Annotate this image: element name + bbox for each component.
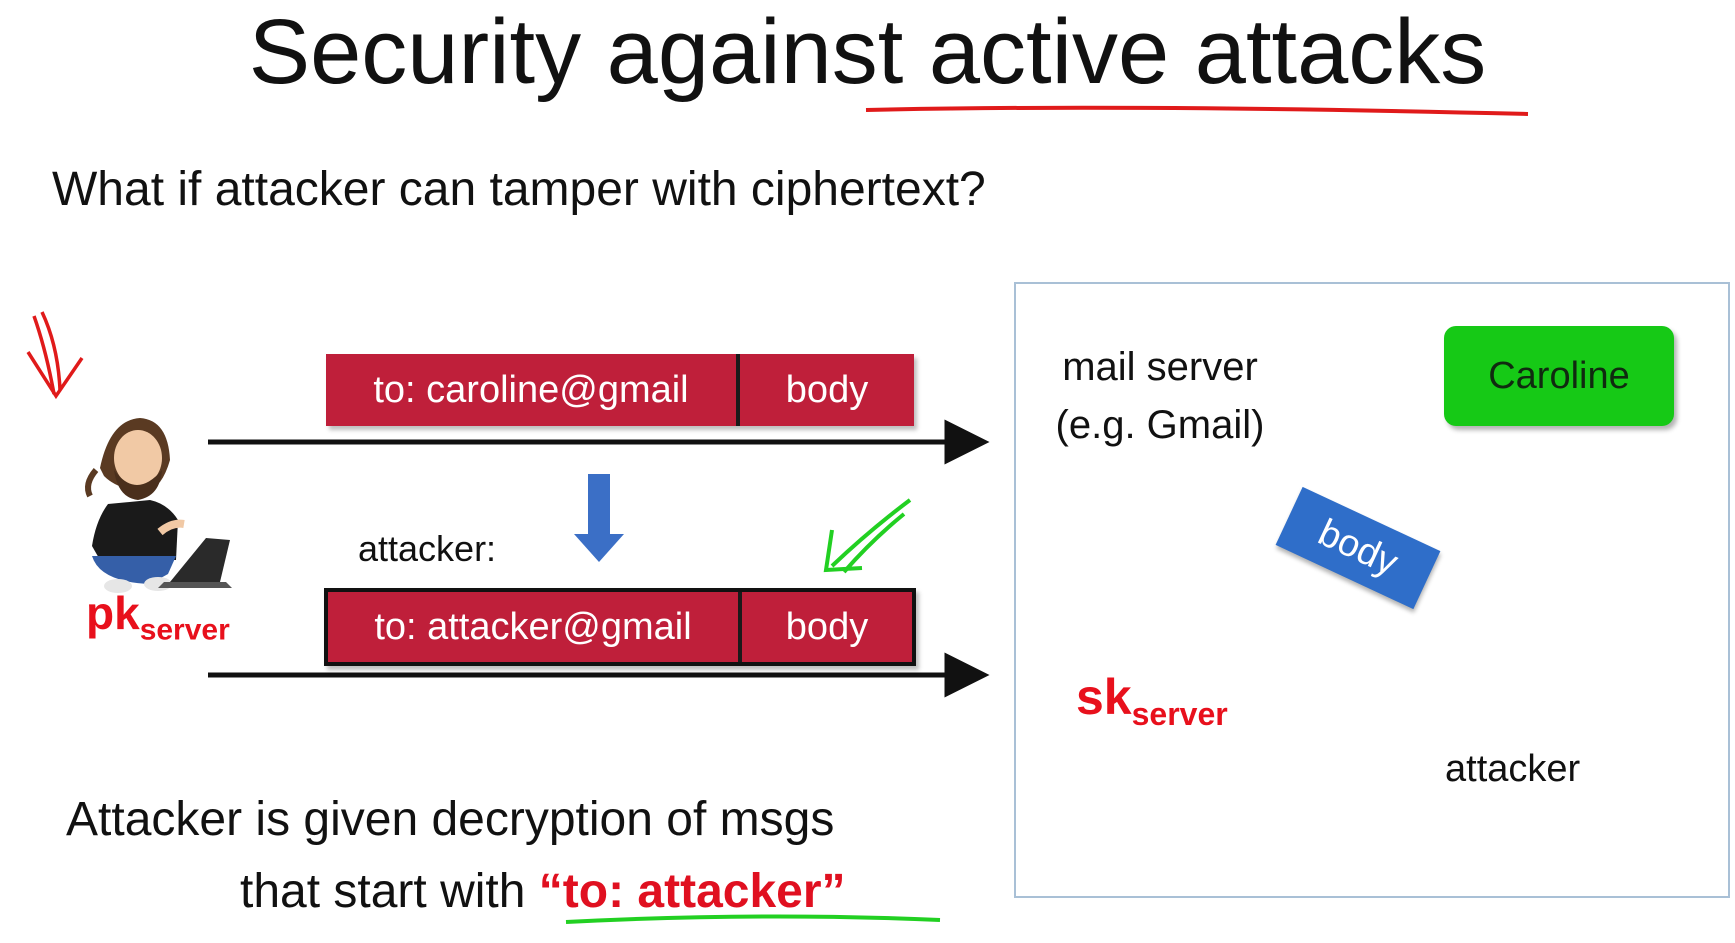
red-arrow-annotation [26,311,84,400]
conclusion-prefix: that start with [240,865,539,918]
attacker-modification-label: attacker: [358,528,497,569]
conclusion-line2: that start with “to: attacker” [240,862,846,922]
secret-key-sub: server [1131,696,1228,733]
user-with-laptop-icon [85,418,232,593]
attacker-name-label: attacker [1445,748,1581,790]
question-text: What if attacker can tamper with ciphert… [52,163,986,216]
secret-key-label: skserver [1076,668,1228,733]
mail-server-line1: mail server [1062,345,1258,389]
title-underline-annotation [865,105,1529,116]
ciphertext-original: to: caroline@gmail body [326,354,914,426]
ciphertext-body-field: body [785,368,869,411]
conclusion-underline-annotation [565,914,941,924]
recipient-box: Caroline [1444,326,1674,426]
public-key-label: pkserver [86,586,230,648]
ciphertext-tampered: to: attacker@gmail body [324,588,916,666]
conclusion-highlight: “to: attacker” [538,865,846,918]
ciphertext-to-field: to: caroline@gmail [326,354,740,426]
mail-server-line2: (e.g. Gmail) [1055,403,1265,447]
conclusion-line1: Attacker is given decryption of msgs [66,793,835,846]
secret-key-main: sk [1076,669,1132,725]
mail-server-label: mail server (e.g. Gmail) [1030,338,1290,454]
slide-title: Security against active attacks [248,1,1487,103]
public-key-main: pk [86,587,140,639]
down-arrow-icon [574,474,624,562]
tampered-body-field: body [785,605,869,648]
public-key-sub: server [139,613,230,647]
green-arrow-annotation [823,498,912,574]
tampered-to-field: to: attacker@gmail [328,592,742,662]
